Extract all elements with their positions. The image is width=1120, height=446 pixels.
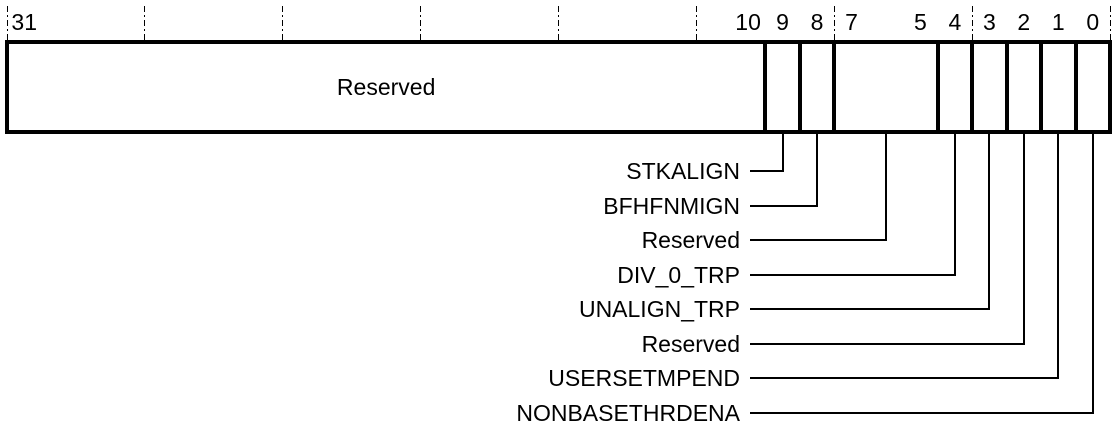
bit-number-label: 0	[1086, 9, 1100, 35]
field-divider	[1004, 42, 1009, 132]
field-divider	[1073, 42, 1078, 132]
field-callout-label: UNALIGN_TRP	[578, 296, 740, 322]
callout-line	[750, 132, 818, 207]
field-callout-label: BFHFNMIGN	[603, 192, 740, 219]
field-divider	[832, 42, 837, 132]
bit-boundary-tick	[1109, 6, 1111, 42]
field-divider	[970, 42, 975, 132]
field-divider	[763, 42, 768, 132]
bit-boundary-tick	[6, 6, 8, 42]
bit-number-label: 31	[11, 9, 37, 35]
bit-number-label: 7	[845, 9, 858, 35]
bit-boundary-tick	[695, 6, 697, 42]
field-callout-label: USERSETMPEND	[548, 365, 740, 391]
callout-line	[750, 132, 887, 241]
bit-number-label: 1	[1051, 9, 1065, 35]
bit-boundary-tick	[420, 6, 422, 42]
bit-boundary-tick	[971, 6, 973, 42]
callout-line	[750, 132, 1025, 345]
field-divider	[797, 42, 802, 132]
bit-number-label: 10	[735, 9, 761, 35]
callout-line	[750, 132, 1060, 379]
callout-line	[750, 132, 991, 310]
callout-line	[750, 132, 784, 172]
bit-boundary-tick	[833, 6, 835, 42]
field-divider	[935, 42, 940, 132]
register-box	[5, 40, 1112, 134]
callout-line	[750, 132, 956, 276]
callout-line	[750, 132, 1094, 414]
bit-boundary-tick	[558, 6, 559, 42]
field-cell-label: Reserved	[336, 73, 436, 100]
bit-number-label: 4	[948, 9, 962, 35]
bit-boundary-tick	[282, 6, 284, 42]
bit-number-label: 8	[810, 9, 824, 35]
field-callout-label: Reserved	[641, 330, 740, 357]
field-callout-label: DIV_0_TRP	[617, 261, 740, 288]
bit-number-label: 9	[776, 9, 789, 35]
bit-number-label: 5	[913, 9, 927, 35]
bit-boundary-tick	[144, 6, 146, 42]
bit-number-label: 3	[982, 9, 996, 35]
field-callout-label: NONBASETHRDENA	[516, 399, 740, 426]
field-callout-label: Reserved	[641, 227, 740, 253]
bit-number-label: 2	[1017, 9, 1031, 35]
field-divider	[1039, 42, 1044, 132]
field-callout-label: STKALIGN	[626, 158, 740, 184]
